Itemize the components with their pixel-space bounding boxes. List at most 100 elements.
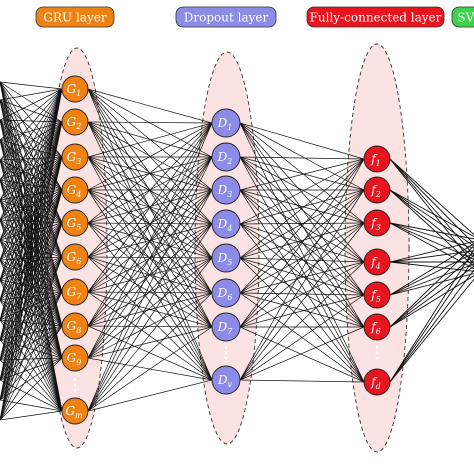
gru-dropout-edge (87, 121, 213, 124)
dropout-node-circle (211, 108, 241, 138)
fc-svm-edge (389, 222, 474, 249)
input-edge (0, 299, 63, 412)
gru-node-label: G6 (67, 250, 82, 266)
gru-node-circle (61, 209, 89, 237)
gru-dropout-edge (87, 88, 213, 294)
dropout-node: D6 (211, 278, 241, 308)
input-edge (0, 99, 63, 359)
dropout-fc-edge (239, 158, 365, 294)
fc-node-label: f2 (370, 183, 381, 199)
gru-dropout-edge (87, 223, 213, 359)
dropout-node-subscript: v (228, 380, 233, 389)
gru-dropout-edge (87, 257, 213, 327)
gru-node: Gm (61, 397, 89, 425)
gru-dropout-edge (87, 189, 213, 258)
fc-node-letter: f (370, 255, 378, 269)
input-edge (0, 179, 63, 359)
gru-node-letter: G (67, 115, 77, 129)
dropout-fc-edge (239, 379, 365, 383)
fc-svm-edge (389, 252, 474, 296)
dropout-fc-edge (239, 189, 365, 224)
fc-node-label: f4 (370, 255, 381, 271)
legend-swatch (175, 6, 277, 28)
legend-item: Fully-connected layer (306, 6, 445, 28)
fc-node-subscript: 6 (376, 327, 381, 336)
dropout-fc-edge (239, 189, 365, 259)
dropout-fc-edge (239, 189, 365, 383)
gru-node-circle (61, 278, 89, 306)
dropout-fc-edge (239, 222, 365, 225)
fc-node-circle (363, 176, 391, 204)
gru-node-label: G8 (67, 319, 82, 335)
input-edge (0, 139, 63, 327)
gru-dropout-edge (87, 379, 213, 412)
input-edge (0, 219, 63, 327)
fc-svm-edge (389, 158, 474, 236)
input-edge (0, 81, 63, 327)
input-edge (0, 319, 63, 412)
dropout-node-label: Dv (217, 373, 233, 389)
gru-dropout-edge (87, 189, 213, 359)
fc-svm-edge (389, 243, 474, 296)
input-edge (0, 199, 63, 327)
fc-node-letter: f (370, 216, 378, 230)
fc-svm-edge (389, 258, 474, 383)
dropout-fc-edge (239, 326, 365, 381)
dropout-fc-edge (239, 156, 365, 263)
dropout-fc-edge (239, 158, 365, 328)
dropout-fc-edge (239, 261, 365, 381)
legend-item: SVM (451, 6, 474, 28)
fc-svm-edge (389, 158, 474, 245)
gru-dropout-edge (87, 122, 213, 359)
gru-node-circle (61, 312, 89, 340)
dropout-fc-edge (239, 189, 365, 381)
fc-node: f1 (363, 145, 391, 173)
input-edge (0, 222, 63, 301)
dropout-node-letter: D (217, 251, 228, 265)
legend-label: Dropout layer (184, 11, 269, 25)
input-edge (0, 279, 63, 412)
input-edge (0, 199, 63, 412)
dropout-node: D1 (211, 108, 241, 138)
connection-edges (0, 81, 474, 421)
fc-svm-edge (389, 248, 474, 383)
dropout-fc-edge (239, 158, 365, 259)
fc-svm-edge (389, 189, 474, 247)
fc-node-circle (363, 209, 391, 237)
gru-dropout-edge (87, 291, 213, 381)
fc-svm-edge (389, 245, 474, 328)
gru-node-circle (61, 397, 89, 425)
input-edge (0, 99, 63, 191)
dropout-node-label: D4 (217, 217, 233, 233)
input-edge (0, 88, 63, 101)
dropout-fc-edge (239, 294, 365, 328)
fc-svm-edge (389, 158, 474, 256)
dropout-fc-edge (239, 257, 365, 328)
dropout-node-subscript: 6 (227, 293, 232, 302)
dropout-node-letter: D (217, 320, 228, 334)
input-edge (0, 139, 63, 359)
gru-node: G6 (61, 243, 89, 271)
gru-dropout-edge (87, 122, 213, 191)
gru-node-subscript: 8 (76, 326, 81, 335)
legend-label: Fully-connected layer (310, 11, 442, 25)
gru-node-circle (61, 243, 89, 271)
legend-label: GRU layer (43, 11, 106, 25)
gru-dropout-edge (87, 325, 213, 381)
dropout-fc-edge (239, 156, 365, 160)
dropout-fc-edge (239, 122, 365, 263)
gru-dropout-edge (87, 122, 213, 327)
dropout-fc-edge (239, 156, 365, 191)
dropout-fc-edge (239, 257, 365, 383)
input-edge (0, 119, 63, 293)
dropout-fc-edge (239, 326, 365, 383)
fc-node-circle (363, 248, 391, 276)
dropout-node-letter: D (217, 286, 228, 300)
input-edge (0, 179, 63, 327)
input-edge (0, 99, 63, 258)
gru-node-circle (61, 344, 89, 372)
layer-bands (46, 43, 410, 453)
dropout-node-label: D7 (217, 320, 234, 336)
gru-node-letter: G (67, 216, 77, 230)
